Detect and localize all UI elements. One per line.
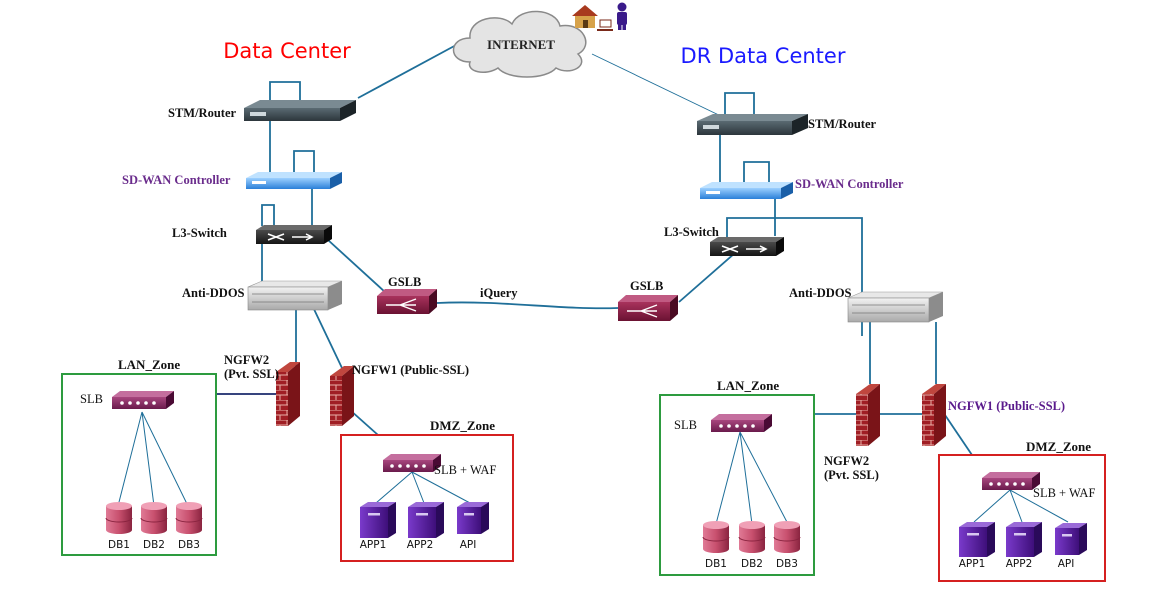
dr-gslb-label: GSLB xyxy=(630,279,663,293)
dr-sdwan-controller xyxy=(700,182,793,199)
dc-db2 xyxy=(140,502,168,534)
dr-api xyxy=(1055,523,1087,555)
dr-app2-label: APP2 xyxy=(1006,558,1033,570)
dr-lan-slb-label: SLB xyxy=(674,418,697,432)
gslb-icon xyxy=(377,289,437,314)
dc-api xyxy=(457,502,489,534)
router-icon xyxy=(250,112,266,116)
dr-lan-zone xyxy=(659,394,815,576)
firewall-icon xyxy=(276,362,300,426)
dc-lan-zone-title: LAN_Zone xyxy=(118,357,180,372)
user-icon xyxy=(617,2,627,30)
dr-db1 xyxy=(702,521,730,553)
dr-api-label: API xyxy=(1058,558,1075,570)
dc-sdwan-controller xyxy=(246,172,342,189)
dc-dmz-zone-title: DMZ_Zone xyxy=(430,418,495,433)
dr-db2 xyxy=(738,521,766,553)
dr-db3-label: DB3 xyxy=(776,558,798,570)
dr-db1-label: DB1 xyxy=(705,558,727,570)
zone-links xyxy=(117,411,1069,525)
dc-api-label: API xyxy=(460,539,477,551)
link-internet-dr-router xyxy=(591,53,726,119)
dc-app2 xyxy=(408,502,444,538)
link-iquery xyxy=(436,301,619,310)
dr-router xyxy=(697,114,808,135)
dr-db2-label: DB2 xyxy=(741,558,763,570)
dc-lan-slb-label: SLB xyxy=(80,392,103,406)
dc-ngfw2-sub: (Pvt. SSL) xyxy=(224,367,279,381)
dc-dmz-slb xyxy=(383,454,441,472)
dc-ngfw2-label: NGFW2 xyxy=(224,353,269,367)
dc-db3-label: DB3 xyxy=(178,539,200,551)
dc-app2-label: APP2 xyxy=(407,539,434,551)
dr-sdwan-label: SD-WAN Controller xyxy=(795,177,904,191)
dc-router xyxy=(244,100,356,121)
internet-label: INTERNET xyxy=(487,37,555,52)
dr-dmz-zone-title: DMZ_Zone xyxy=(1026,439,1091,454)
switch-icon xyxy=(256,225,332,244)
cloud-icon: INTERNET xyxy=(452,10,587,78)
dc-dmz-zone xyxy=(340,434,514,562)
dr-router-label: STM/Router xyxy=(808,117,877,131)
dr-dmz-slb xyxy=(982,472,1040,490)
link-dc-l3-gslb xyxy=(327,239,386,293)
dc-dmz-slb-label: SLB + WAF xyxy=(434,463,496,477)
app-server-icon xyxy=(360,502,396,538)
laptop-icon xyxy=(597,19,613,31)
link-dc-router-sdwan xyxy=(269,81,301,102)
dr-dmz-zone xyxy=(938,454,1106,582)
dc-sdwan-label: SD-WAN Controller xyxy=(122,173,231,187)
dr-app2 xyxy=(1006,522,1042,557)
links xyxy=(216,43,973,456)
dr-anti-ddos-label: Anti-DDOS xyxy=(789,286,852,300)
dc-router-label: STM/Router xyxy=(168,106,237,120)
dc-ngfw1-label: NGFW1 (Public-SSL) xyxy=(352,363,469,377)
dr-ngfw1-label: NGFW1 (Public-SSL) xyxy=(948,399,1065,413)
dr-app1-label: APP1 xyxy=(959,558,986,570)
house-icon xyxy=(572,5,598,28)
dr-dmz-slb-label: SLB + WAF xyxy=(1033,486,1095,500)
slb-icon xyxy=(112,391,174,409)
dr-ngfw2-sub: (Pvt. SSL) xyxy=(824,468,879,482)
dr-gslb xyxy=(618,295,678,321)
dr-ngfw2-label: NGFW2 xyxy=(824,454,869,468)
dr-ngfw1 xyxy=(922,384,946,446)
dr-l3-switch xyxy=(710,237,784,256)
dc-db1-label: DB1 xyxy=(108,539,130,551)
link-internet-dc-router xyxy=(357,43,459,99)
dc-lan-zone xyxy=(61,373,217,556)
dr-lan-slb xyxy=(711,414,772,432)
database-icon xyxy=(105,502,133,534)
dr-app1 xyxy=(959,522,995,557)
dc-app1-label: APP1 xyxy=(360,539,387,551)
dc-db3 xyxy=(175,502,203,534)
dc-l3-label: L3-Switch xyxy=(172,226,227,240)
dr-db3 xyxy=(773,521,801,553)
dc-db2-label: DB2 xyxy=(143,539,165,551)
link-dr-gslb-l3 xyxy=(678,252,736,303)
dr-title: DR Data Center xyxy=(681,44,846,68)
dc-ngfw1 xyxy=(330,366,354,426)
dr-l3-label: L3-Switch xyxy=(664,225,719,239)
dr-ngfw2 xyxy=(856,384,880,446)
iquery-label: iQuery xyxy=(480,286,518,300)
dc-gslb-label: GSLB xyxy=(388,275,421,289)
server-icon xyxy=(247,280,343,311)
dr-anti-ddos xyxy=(847,291,944,323)
dc-title: Data Center xyxy=(223,39,351,63)
dr-lan-zone-title: LAN_Zone xyxy=(717,378,779,393)
dc-anti-ddos-label: Anti-DDOS xyxy=(182,286,245,300)
